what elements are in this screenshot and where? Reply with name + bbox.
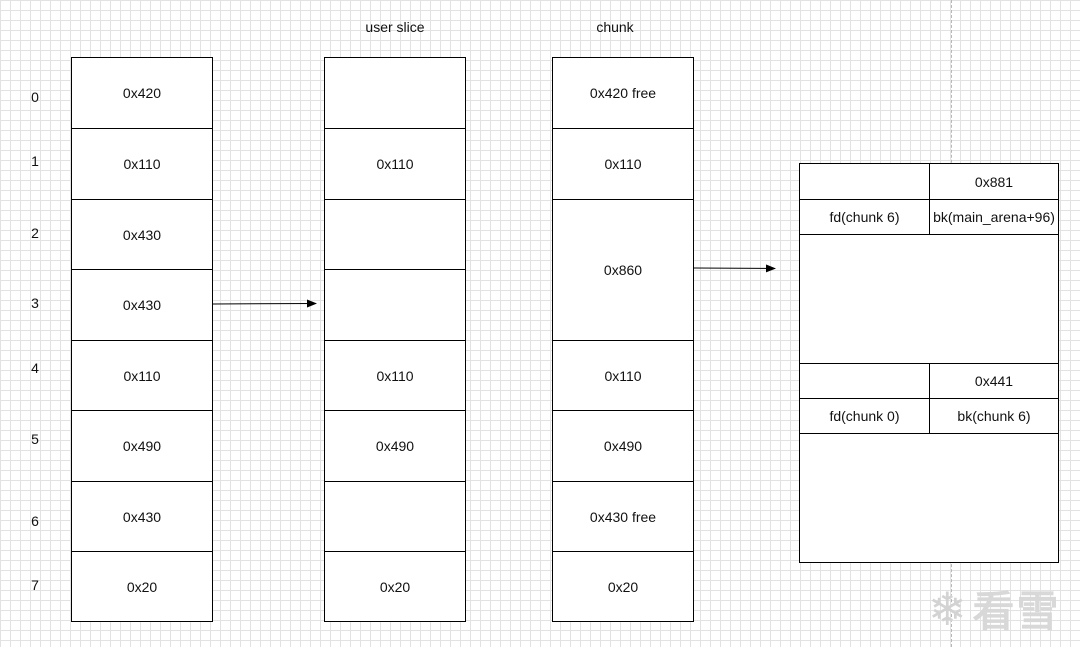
row-index-7: 7: [31, 577, 39, 593]
detail-fd-2: fd(chunk 0): [829, 407, 900, 424]
detail-size-881: 0x881: [974, 173, 1014, 190]
row-index-2: 2: [31, 225, 39, 241]
watermark-text: 看雪: [972, 588, 1061, 635]
arrow-to-user-slice: [212, 299, 317, 308]
chunk-cell-1: 0x110: [553, 128, 693, 199]
detail-rule-2: [800, 234, 1058, 235]
user-slice-cell-5: 0x490: [325, 410, 465, 481]
detail-rule-1: [800, 199, 1058, 200]
chunk-cell-0: 0x420 free: [589, 85, 657, 101]
detail-size-441: 0x441: [974, 372, 1014, 389]
row-index-4: 4: [31, 360, 39, 376]
user-slice-cell-2: [325, 199, 465, 269]
original-cell-5: 0x490: [72, 410, 212, 481]
original-cell-3: 0x430: [72, 269, 212, 340]
original-cell-1: 0x110: [72, 128, 212, 199]
chunk-column: 0x420 free 0x110 0x860 0x110 0x490 0x430…: [552, 57, 694, 622]
chunk-cell-4: 0x110: [553, 340, 693, 410]
original-cell-0: 0x420: [122, 85, 162, 101]
detail-bk-1: bk(main_arena+96): [933, 208, 1055, 225]
original-cell-2: 0x430: [72, 199, 212, 269]
chunk-caption: chunk: [596, 19, 634, 35]
arrow-to-detail-box: [693, 264, 776, 273]
chunk-cell-5: 0x490: [553, 410, 693, 481]
original-chunks-column: 0x420 0x110 0x430 0x430 0x110 0x490 0x43…: [71, 57, 213, 622]
original-cell-4: 0x110: [72, 340, 212, 410]
user-slice-cell-6: [325, 481, 465, 551]
user-slice-cell-1: 0x110: [325, 128, 465, 199]
user-slice-column: 0x110 0x110 0x490 0x20: [324, 57, 466, 622]
row-index-0: 0: [31, 89, 39, 105]
chunk-detail-box: 0x881 fd(chunk 6) bk(main_arena+96) 0x44…: [799, 163, 1059, 563]
row-index-6: 6: [31, 513, 39, 529]
detail-bk-2: bk(chunk 6): [957, 407, 1031, 424]
chunk-cell-7: 0x20: [553, 551, 693, 621]
original-cell-7: 0x20: [72, 551, 212, 621]
watermark: ❄ 看雪: [928, 578, 1061, 639]
snowflake-icon: ❄: [928, 582, 969, 635]
user-slice-cell-3: [325, 269, 465, 340]
row-index-1: 1: [31, 153, 39, 169]
chunk-cell-merged: 0x860: [553, 199, 693, 340]
original-cell-6: 0x430: [72, 481, 212, 551]
detail-rule-5: [800, 433, 1058, 434]
detail-fd-1: fd(chunk 6): [829, 208, 900, 225]
user-slice-caption: user slice: [365, 19, 425, 35]
detail-rule-4: [800, 398, 1058, 399]
user-slice-cell-4: 0x110: [325, 340, 465, 410]
row-index-5: 5: [31, 431, 39, 447]
row-index-3: 3: [31, 295, 39, 311]
user-slice-cell-7: 0x20: [325, 551, 465, 621]
chunk-cell-6: 0x430 free: [553, 481, 693, 551]
